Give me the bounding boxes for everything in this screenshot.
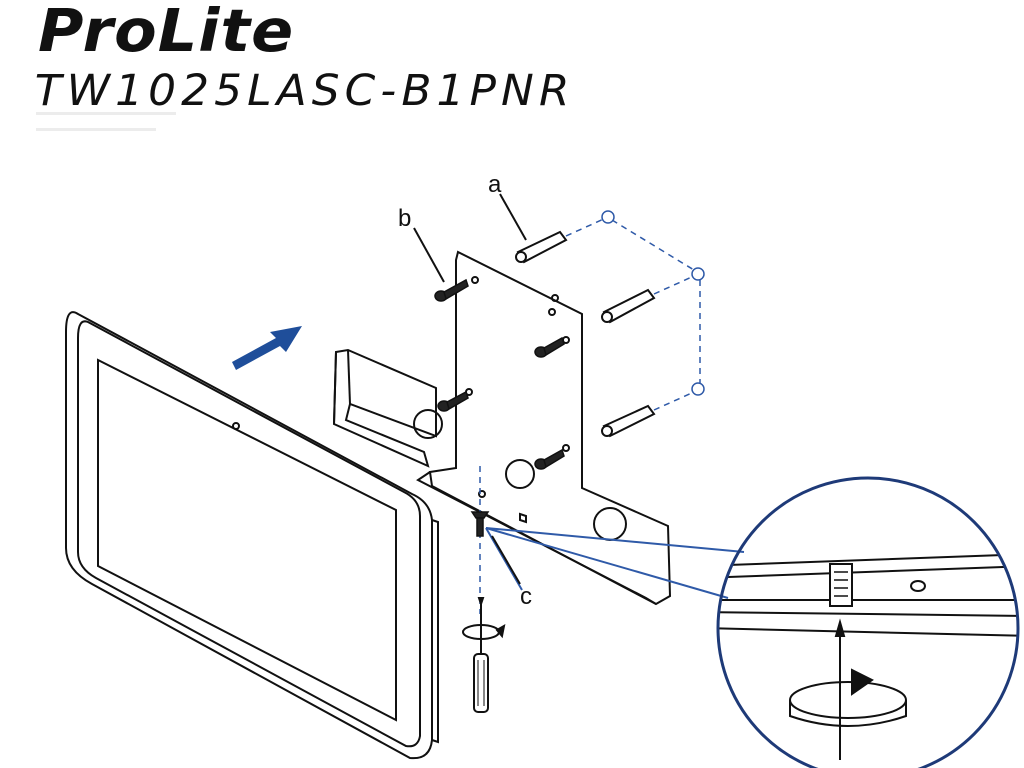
label-c: c [520,583,532,610]
wall-anchor-icon [601,404,656,438]
faint-line [36,128,156,131]
screwdriver-icon [462,597,506,713]
direction-arrow-icon [232,326,302,370]
side-bracket [332,348,437,468]
anchor-a-group [515,230,656,438]
monitor [65,311,439,760]
screw-icon [434,278,469,302]
model-title: TW1025LASC-B1PNR [34,66,575,116]
label-b: b [398,205,411,232]
magnified-detail [716,476,1020,768]
camera-icon [232,422,240,430]
label-a: a [488,171,502,198]
screw-icon [437,390,469,412]
screw-c-icon [470,511,490,537]
callout-lines [485,527,745,599]
brand-logo: ProLite [38,0,295,66]
drill-hole-markers [601,210,705,396]
screw-icon [534,336,565,358]
guide-lines [479,217,701,614]
screw-icon [534,448,565,470]
faint-line [36,112,176,115]
wall-anchor-icon [515,230,568,264]
rotate-icon [789,681,907,719]
label-pointers [413,193,527,585]
screw-b-group [434,278,565,470]
wall-anchor-icon [601,288,656,324]
